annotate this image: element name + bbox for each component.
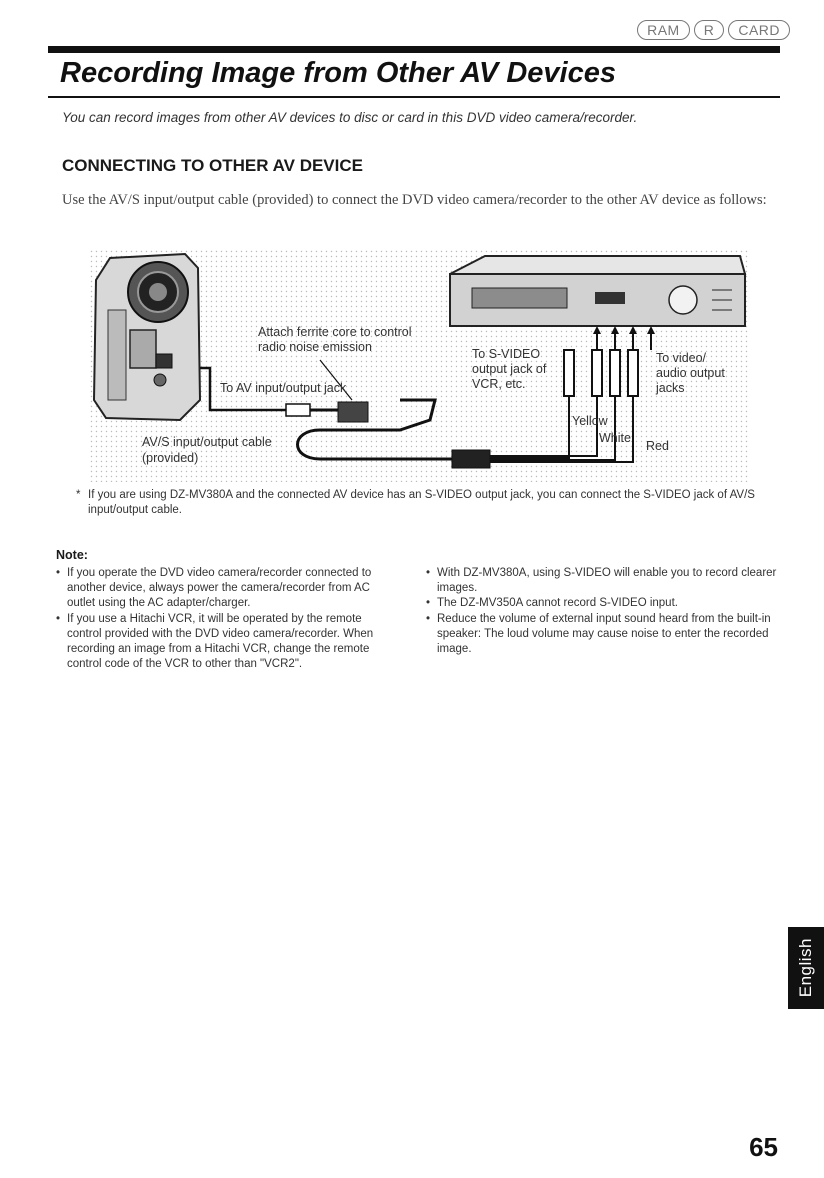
label-audio-2: audio output [656, 366, 725, 380]
note-item: The DZ-MV350A cannot record S-VIDEO inpu… [426, 596, 786, 611]
vcr-dial [668, 285, 698, 315]
note-item: Reduce the volume of external input soun… [426, 612, 786, 658]
note-heading: Note: [56, 548, 88, 562]
intro-text: You can record images from other AV devi… [62, 110, 638, 125]
notes-left-column: If you operate the DVD video camera/reco… [56, 566, 396, 672]
section-body: Use the AV/S input/output cable (provide… [62, 192, 767, 208]
footnote-marker: * [76, 489, 81, 501]
section-heading: CONNECTING TO OTHER AV DEVICE [62, 156, 363, 175]
label-av-jack: To AV input/output jack [220, 381, 347, 395]
connection-diagram: Attach ferrite core to control radio noi… [90, 250, 750, 482]
label-ferrite-1: Attach ferrite core to control [258, 325, 412, 339]
footnote-text: If you are using DZ-MV380A and the conne… [88, 489, 755, 516]
connection-diagram-svg: Attach ferrite core to control radio noi… [90, 250, 750, 482]
red-plug [627, 349, 639, 397]
note-item: If you operate the DVD video camera/reco… [56, 566, 396, 612]
label-svideo-2: output jack of [472, 362, 547, 376]
av-s-cable [296, 398, 452, 461]
label-ferrite-2: radio noise emission [258, 340, 372, 354]
language-tab: English [788, 927, 824, 1009]
ferrite-core [337, 401, 369, 423]
av-cable-from-camcorder [200, 366, 290, 412]
badge-ram: RAM [637, 20, 690, 40]
label-red: Red [646, 439, 669, 453]
badge-card: CARD [728, 20, 790, 40]
note-item: If you use a Hitachi VCR, it will be ope… [56, 612, 396, 673]
svideo-plug [563, 349, 575, 397]
vcr-tape-slot [471, 287, 568, 309]
vcr-illustration [449, 255, 747, 327]
label-svideo-1: To S-VIDEO [472, 347, 540, 361]
cable-connector-head [451, 449, 491, 469]
media-badges: RAM R CARD [637, 20, 790, 40]
av-plug [285, 403, 311, 417]
label-cable-2: (provided) [142, 451, 198, 465]
title-rule [48, 96, 780, 98]
camcorder-illustration [92, 252, 202, 422]
badge-r: R [693, 20, 725, 40]
top-rule [48, 46, 780, 53]
rca-plugs [563, 326, 655, 397]
page-number: 65 [749, 1132, 778, 1162]
label-yellow: Yellow [572, 414, 609, 428]
language-tab-label: English [796, 938, 815, 998]
yellow-plug [591, 349, 603, 397]
label-svideo-3: VCR, etc. [472, 377, 526, 391]
white-plug [609, 349, 621, 397]
footnote: * If you are using DZ-MV380A and the con… [76, 488, 788, 518]
note-item: With DZ-MV380A, using S-VIDEO will enabl… [426, 566, 786, 596]
label-cable-1: AV/S input/output cable [142, 435, 272, 449]
label-white: White [599, 431, 631, 445]
camcorder-panel [129, 329, 157, 369]
page-title: Recording Image from Other AV Devices [60, 57, 616, 89]
notes-right-column: With DZ-MV380A, using S-VIDEO will enabl… [426, 566, 786, 657]
label-audio-1: To video/ [656, 351, 707, 365]
label-audio-3: jacks [655, 381, 684, 395]
